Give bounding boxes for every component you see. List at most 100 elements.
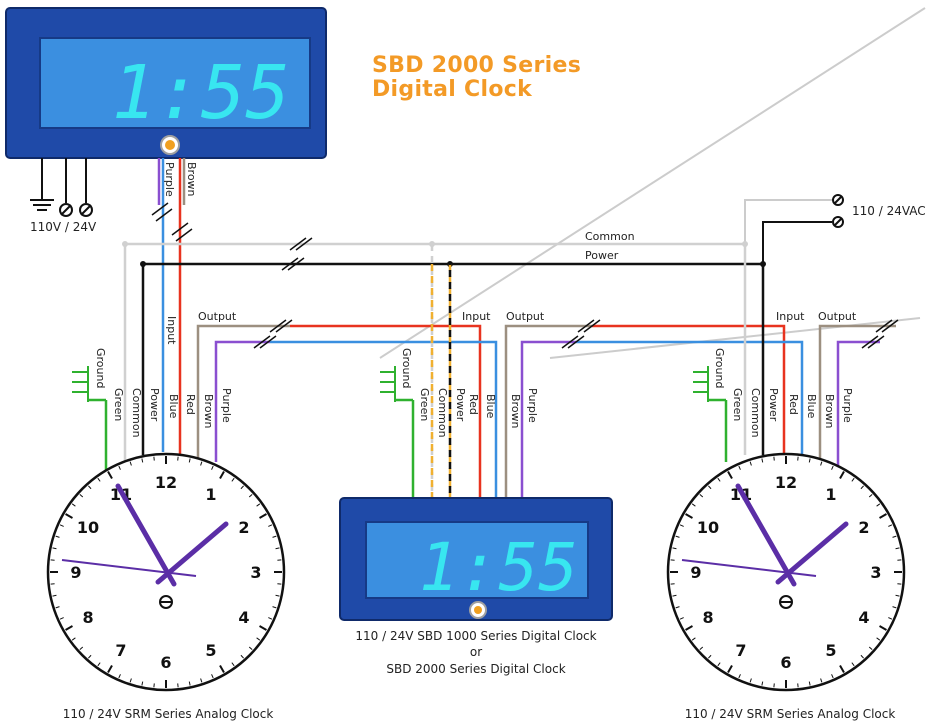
middle-wire-brown: Brown — [509, 394, 522, 429]
right-wire-brown: Brown — [823, 394, 836, 429]
middle-caption-1: 110 / 24V SBD 1000 Series Digital Clock — [355, 629, 596, 643]
right-clock-tick — [691, 503, 696, 507]
right-wire-purple: Purple — [841, 388, 854, 423]
right-clock-numeral: 6 — [780, 653, 791, 672]
right-wire-red: Red — [787, 394, 800, 415]
right-clock-tick — [839, 471, 845, 479]
right-clock-tick — [749, 461, 752, 466]
right-clock-tick — [685, 513, 693, 519]
right-clock-tick — [672, 547, 677, 550]
left-clock-minute-hand — [115, 483, 177, 587]
left-clock-tick — [52, 547, 57, 550]
right-clock-tick — [761, 458, 764, 463]
right-clock-numeral: 7 — [735, 641, 746, 660]
right-clock-tick — [761, 681, 764, 686]
left-input-label: Input — [165, 316, 178, 345]
right-clock-tick — [717, 477, 721, 482]
right-input-label: Input — [776, 310, 805, 323]
left-clock-second-hand — [61, 559, 197, 577]
left-wire-green: Green — [112, 388, 125, 421]
left-clock-tick — [129, 461, 132, 466]
left-wire-brown: Brown — [202, 394, 215, 429]
right-clock-tick — [679, 524, 684, 527]
left-clock-tick — [219, 665, 225, 673]
right-clock-tick — [685, 625, 693, 631]
right-clock-tick — [831, 465, 834, 470]
right-clock-tick — [738, 674, 741, 679]
right-clock-caption: 110 / 24V SRM Series Analog Clock — [685, 707, 896, 721]
right-clock-tick — [868, 494, 873, 498]
middle-wire-power: Power — [454, 388, 467, 422]
middle-clock-wires — [395, 244, 804, 498]
right-wire-power: Power — [767, 388, 780, 422]
left-clock-numeral: 10 — [77, 518, 99, 537]
right-wire-green: Green — [731, 388, 744, 421]
left-wire-red: Red — [184, 394, 197, 415]
right-clock-tick — [727, 471, 733, 479]
left-clock-tick — [65, 625, 73, 631]
diagram-title: SBD 2000 Series Digital Clock — [372, 54, 581, 102]
right-clock-tick — [851, 477, 855, 482]
left-clock-tick — [59, 524, 64, 527]
right-clock-tick — [876, 503, 881, 507]
decorative-lines — [379, 7, 926, 359]
left-clock-tick — [240, 485, 244, 490]
bus-lines — [125, 242, 763, 266]
left-wire-blue: Blue — [167, 394, 180, 419]
left-clock-tick — [79, 494, 84, 498]
right-clock-tick — [895, 547, 900, 550]
left-clock-tick — [268, 524, 273, 527]
left-clock-wires — [88, 244, 498, 500]
right-clock-numeral: 4 — [858, 608, 869, 627]
right-clock-tick — [672, 594, 677, 597]
left-clock-tick — [118, 674, 121, 679]
left-clock-tick — [211, 674, 214, 679]
right-clock-tick — [879, 625, 887, 631]
left-clock-numeral: 2 — [238, 518, 249, 537]
right-clock-tick — [888, 617, 893, 620]
right-clock-tick — [839, 665, 845, 673]
top-digital-clock: 1:55 — [5, 7, 327, 159]
right-clock-tick — [820, 461, 823, 466]
left-clock-numeral: 6 — [160, 653, 171, 672]
left-clock-tick — [107, 471, 113, 479]
left-clock-tick — [211, 465, 214, 470]
left-clock-tick — [259, 625, 267, 631]
right-output-label: Output — [818, 310, 857, 323]
middle-wire-red: Red — [467, 394, 480, 415]
right-clock-tick — [738, 465, 741, 470]
left-clock-numeral: 4 — [238, 608, 249, 627]
right-clock-numeral: 2 — [858, 518, 869, 537]
left-clock-tick — [52, 594, 57, 597]
right-clock-tick — [749, 678, 752, 683]
right-clock-tick — [675, 606, 680, 609]
right-clock-tick — [868, 646, 873, 650]
right-clock-tick — [679, 617, 684, 620]
right-clock-numeral: 9 — [690, 563, 701, 582]
middle-output-label: Output — [506, 310, 545, 323]
top-clock-power-label: 110V / 24V — [30, 220, 97, 234]
left-clock-numeral: 3 — [250, 563, 261, 582]
right-clock-tick — [860, 485, 864, 490]
left-clock-tick — [141, 458, 144, 463]
middle-digital-clock: 1:55 — [339, 497, 613, 621]
left-clock-tick — [55, 606, 60, 609]
right-clock-tick — [691, 637, 696, 641]
left-clock-tick — [129, 678, 132, 683]
middle-clock-display: 1:55 — [419, 529, 578, 606]
right-clock-tick — [860, 654, 864, 659]
left-wire-labels: Ground Green Common Power Blue Red Brown… — [94, 348, 233, 438]
left-clock-tick — [79, 646, 84, 650]
middle-wire-labels: Ground Green Common Power Blue Red Brown… — [400, 348, 539, 438]
right-clock-tick — [808, 681, 811, 686]
middle-input-label: Input — [462, 310, 491, 323]
left-clock-tick — [219, 471, 225, 479]
left-clock-numeral: 5 — [205, 641, 216, 660]
middle-caption-2: or — [470, 645, 482, 659]
left-wire-common: Common — [130, 388, 143, 438]
left-ground-icon — [72, 366, 89, 402]
left-clock-numeral: 9 — [70, 563, 81, 582]
right-clock-tick — [895, 594, 900, 597]
